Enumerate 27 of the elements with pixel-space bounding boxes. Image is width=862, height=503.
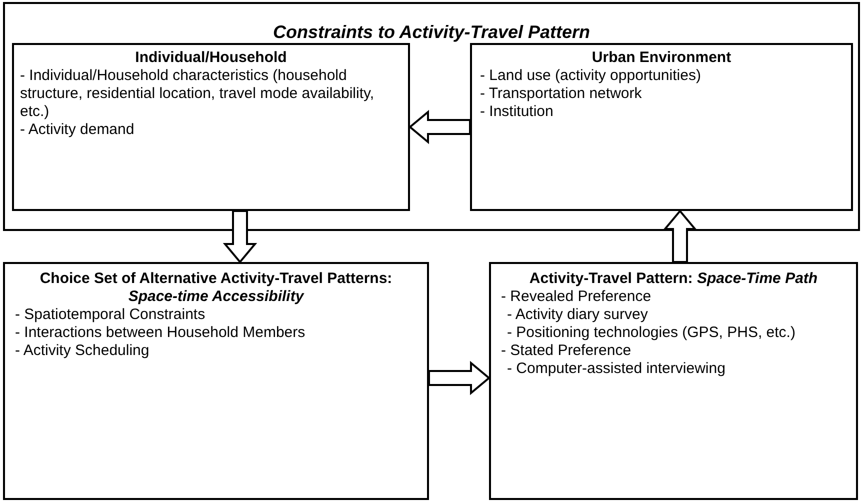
list-item: - Computer-assisted interviewing — [506, 360, 726, 378]
list-item: - Interactions between Household Members — [15, 324, 306, 342]
list-item: - Positioning technologies (GPS, PHS, etc.) — [506, 324, 796, 342]
list-item: - Activity diary survey — [506, 306, 649, 324]
text-box — [470, 43, 853, 211]
block-arrow — [222, 210, 258, 264]
list-item: - Stated Preference — [501, 342, 632, 360]
box-heading: Individual/Household — [134, 49, 288, 67]
box-heading: Activity-Travel Pattern: Space-Time Path — [528, 270, 819, 288]
list-item: - Spatiotemporal Constraints — [15, 306, 206, 324]
list-item: - Land use (activity opportunities) — [480, 67, 702, 85]
block-arrow — [428, 360, 491, 396]
text-box — [3, 262, 429, 500]
block-arrow — [408, 110, 471, 144]
text-box — [3, 2, 860, 231]
list-item: - Individual/Household characteristics (household structure, residential location, travel mode availability, etc.) — [20, 67, 376, 121]
text-box — [489, 262, 858, 500]
list-item: - Transportation network — [480, 85, 643, 103]
list-item: - Revealed Preference — [501, 288, 652, 306]
box-heading: Constraints to Activity-Travel Pattern — [272, 22, 592, 43]
box-heading: Choice Set of Alternative Activity-Travel Patterns: Space-time Accessibility — [38, 270, 394, 306]
list-item: - Activity demand — [20, 121, 136, 139]
block-arrow — [662, 209, 698, 263]
text-box — [12, 43, 410, 211]
list-item: - Activity Scheduling — [15, 342, 150, 360]
list-item: - Institution — [480, 103, 554, 121]
box-heading: Urban Environment — [590, 49, 732, 67]
